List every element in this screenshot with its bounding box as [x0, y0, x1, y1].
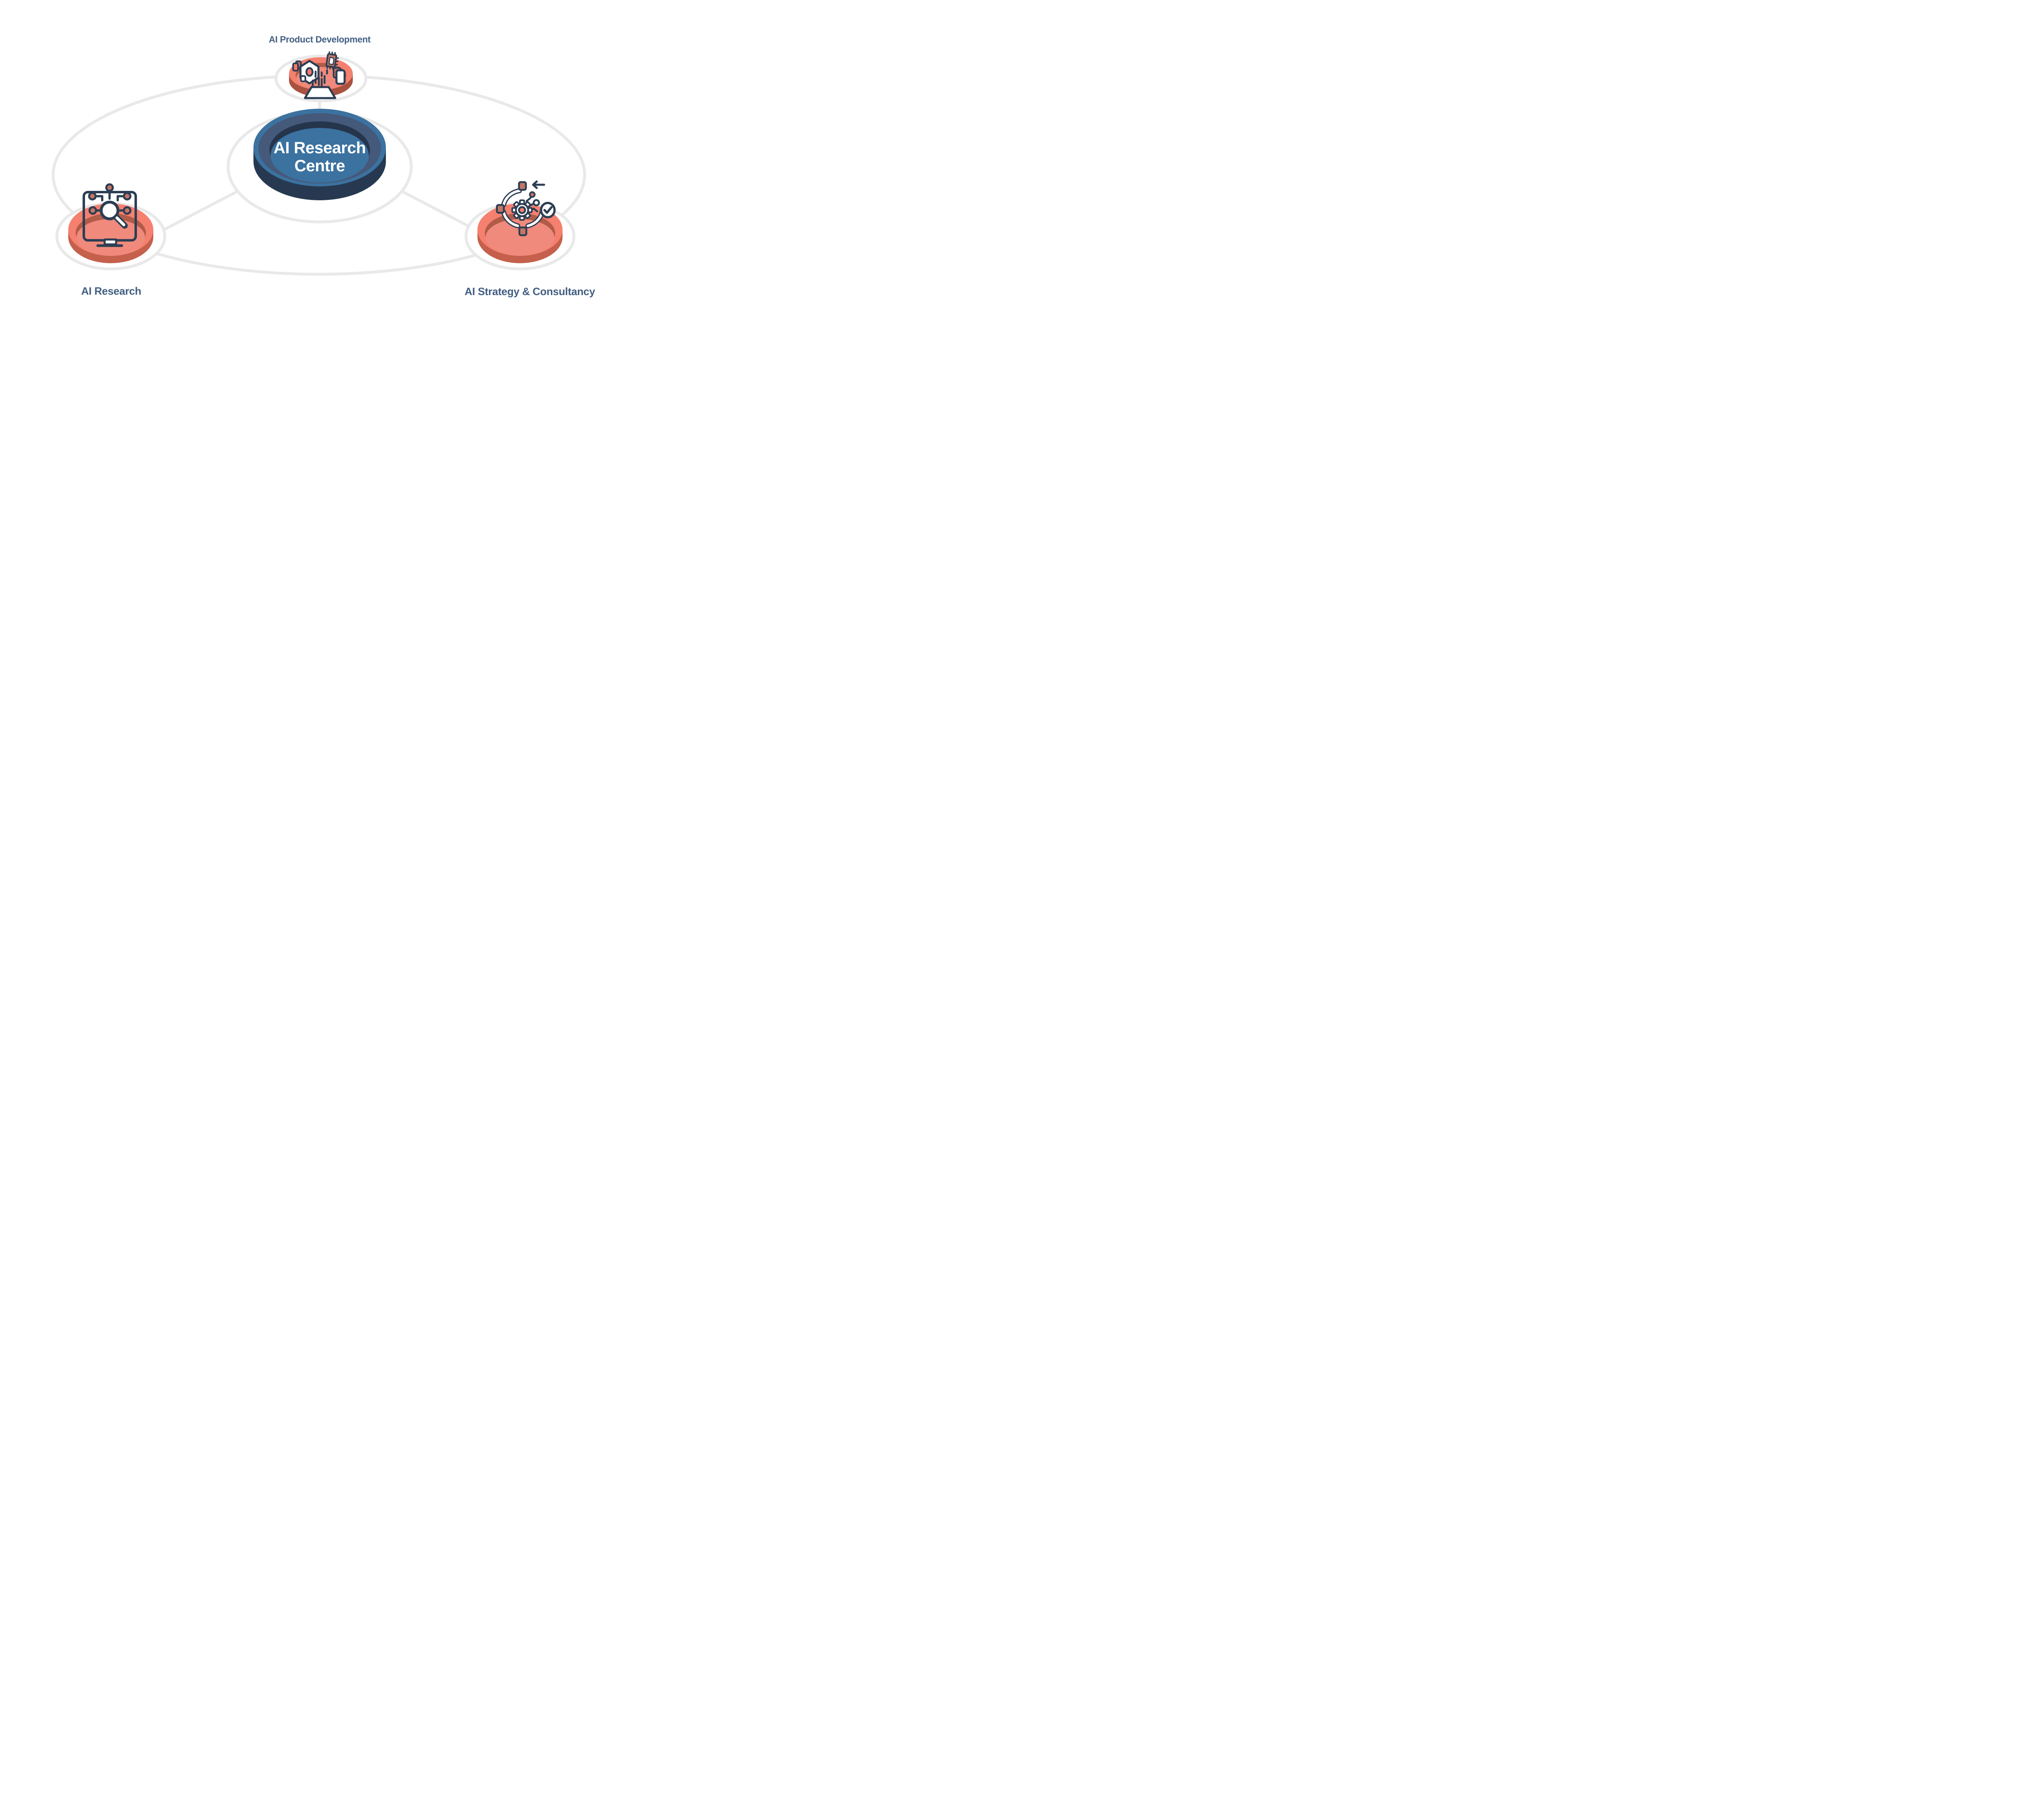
node-mid-right — [123, 206, 132, 215]
process-gear-check-icon — [496, 180, 556, 236]
rocket-launchpad-icon — [292, 51, 346, 99]
hub-spoke-diagram — [52, 51, 586, 276]
node-mid-left — [88, 206, 97, 215]
node-upper-left — [88, 192, 97, 201]
label-left-satellite: AI Research — [81, 285, 141, 297]
node-upper-right — [123, 192, 132, 201]
hub-title-line1: AI Research — [273, 139, 366, 157]
hub-title: AI Research Centre — [258, 139, 381, 175]
label-top-satellite: AI Product Development — [269, 34, 371, 45]
link-dot-white — [533, 199, 540, 206]
cycle-square-left — [496, 204, 505, 214]
card-front-icon — [292, 63, 299, 72]
hexagon-center-dot — [305, 67, 314, 77]
small-square-icon — [300, 75, 306, 82]
hub-disc-recess-floor — [271, 128, 369, 183]
magnifier-handle — [115, 216, 126, 226]
launch-trails — [312, 66, 328, 87]
cpu-chip-icon — [325, 51, 339, 70]
cycle-square-top — [518, 181, 527, 191]
label-right-satellite: AI Strategy & Consultancy — [464, 285, 595, 298]
cycle-square-bottom — [518, 226, 527, 236]
launchpad-icon — [304, 86, 336, 99]
right-disc-recess-floor — [486, 219, 554, 256]
hub-title-line2: Centre — [294, 157, 345, 175]
monitor-search-icon — [83, 183, 137, 247]
gear-link-top — [525, 195, 532, 202]
phone-front-icon — [335, 69, 346, 85]
magnifier-lens — [100, 201, 119, 220]
check-mark — [543, 206, 553, 214]
hub-disc — [253, 109, 386, 200]
node-top — [105, 183, 114, 192]
left-disc-recess-floor — [76, 219, 145, 256]
gear-icon — [511, 199, 533, 221]
satellite-disc-left — [68, 204, 153, 263]
arrow-left-icon — [532, 180, 545, 189]
link-dot-rose — [529, 191, 536, 198]
diagram-canvas: AI Product Development AI Research AI St… — [0, 0, 631, 349]
monitor-stand — [103, 238, 117, 246]
